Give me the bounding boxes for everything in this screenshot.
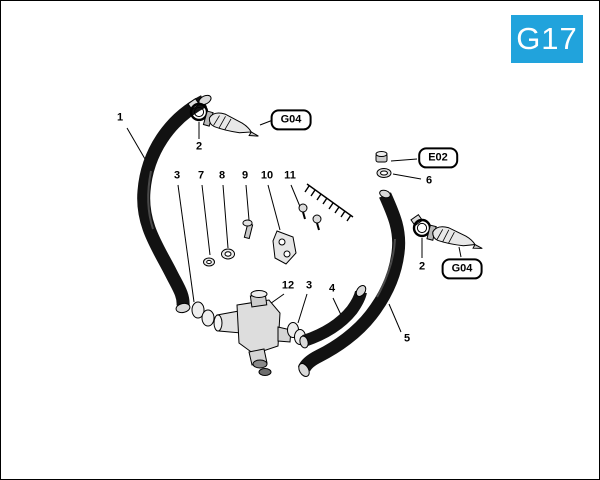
- callout-1: 1: [116, 111, 124, 124]
- hose-1: [137, 94, 212, 314]
- ref-box-g04-right[interactable]: G04: [441, 258, 483, 280]
- cap-part-6: [375, 151, 392, 178]
- leader-lines: [126, 119, 462, 333]
- callout-7: 7: [197, 169, 205, 182]
- callout-3-center: 3: [305, 279, 313, 292]
- sensor-right: [426, 224, 483, 249]
- callout-8: 8: [218, 169, 226, 182]
- callout-3-left: 3: [173, 169, 181, 182]
- washer-8: [221, 248, 235, 260]
- ref-box-e02[interactable]: E02: [418, 147, 458, 169]
- callout-2-left: 2: [195, 140, 203, 153]
- hose-4: [299, 285, 367, 349]
- hose-clamp-right: [410, 213, 432, 238]
- bolts-11: [298, 203, 322, 231]
- callout-9: 9: [241, 169, 249, 182]
- callout-10: 10: [260, 169, 274, 182]
- screw-9: [242, 219, 254, 240]
- callout-6: 6: [425, 174, 433, 187]
- callout-2-right: 2: [418, 260, 426, 273]
- bracket-10: [272, 230, 297, 265]
- callout-11: 11: [284, 169, 296, 182]
- clamps-3-left: [191, 301, 215, 327]
- sensor-top: [202, 110, 259, 137]
- washer-7: [203, 257, 215, 267]
- callout-4: 4: [328, 282, 336, 295]
- frame-hatch-line: [304, 183, 354, 222]
- ref-box-g04-top[interactable]: G04: [270, 109, 312, 131]
- callout-5: 5: [403, 332, 411, 345]
- hose-5: [297, 189, 406, 377]
- callout-12: 12: [281, 279, 295, 292]
- page-code-badge: G17: [511, 15, 583, 63]
- valve-assembly: [213, 290, 292, 376]
- hose-clamp-left: [187, 97, 209, 122]
